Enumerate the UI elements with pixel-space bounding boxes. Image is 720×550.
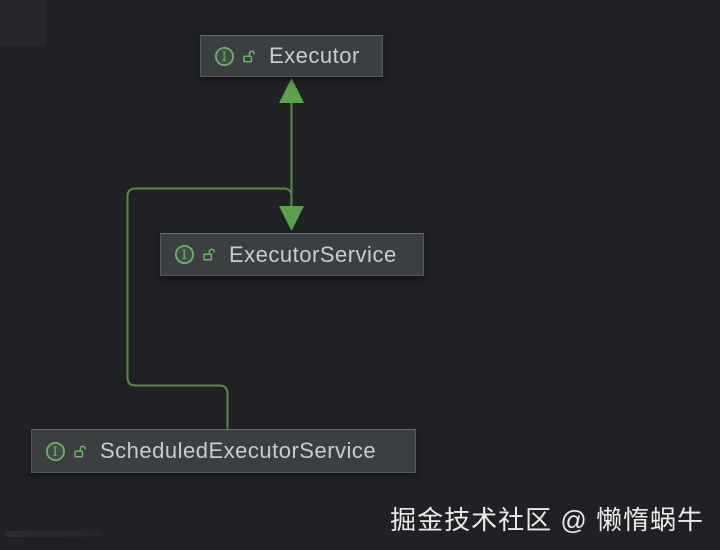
interface-icon: I xyxy=(214,46,235,67)
arrowhead-down-icon xyxy=(279,206,304,231)
node-scheduledexecutorservice[interactable]: I ScheduledExecutorService xyxy=(31,429,416,473)
edge-scheduledexecutorservice-to-executorservice xyxy=(126,187,293,429)
interface-icon: I xyxy=(174,244,195,265)
unlocked-padlock-icon xyxy=(203,247,217,262)
faint-watermark xyxy=(5,531,101,537)
node-executorservice[interactable]: I ExecutorService xyxy=(160,233,424,276)
svg-text:I: I xyxy=(222,50,228,65)
interface-icon: I xyxy=(45,441,66,462)
node-executor[interactable]: I Executor xyxy=(200,35,383,77)
node-label: ScheduledExecutorService xyxy=(100,438,377,463)
svg-text:I: I xyxy=(53,445,59,460)
arrowhead-up-icon xyxy=(279,78,304,103)
unlocked-padlock-icon xyxy=(74,444,88,459)
watermark-text: 掘金技术社区 @ 懒惰蜗牛 xyxy=(390,505,704,535)
corner-patch xyxy=(0,0,46,46)
svg-text:I: I xyxy=(182,248,188,263)
node-label: ExecutorService xyxy=(229,241,397,267)
node-label: Executor xyxy=(269,43,360,68)
unlocked-padlock-icon xyxy=(243,49,257,64)
